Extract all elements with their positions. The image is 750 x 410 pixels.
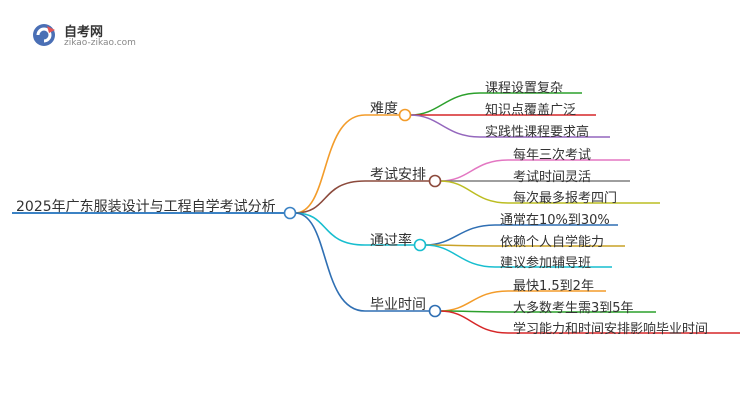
- leaf-link-3-0: [439, 290, 509, 312]
- leaf-practical-courses: 实践性课程要求高: [485, 125, 590, 140]
- branch-link-0: [294, 114, 366, 214]
- root-node: [283, 206, 297, 220]
- leaf-pass-range: 通常在10%到30%: [500, 213, 610, 228]
- branch-difficulty: 难度: [370, 101, 398, 117]
- leaf-course-complex: 课程设置复杂: [485, 81, 564, 96]
- branch-pass-rate: 通过率: [370, 233, 412, 249]
- leaf-ability-affects: 学习能力和时间安排影响毕业时间: [513, 322, 709, 337]
- branch-link-2: [294, 212, 366, 246]
- branch-exam-schedule: 考试安排: [370, 167, 426, 183]
- leaf-max-four: 每次最多报考四门: [513, 191, 618, 206]
- branch-graduation-time: 毕业时间: [370, 297, 426, 313]
- branch-node-0: [398, 108, 412, 122]
- leaf-link-3-2: [439, 310, 509, 334]
- branch-node-1: [428, 174, 442, 188]
- branch-link-1: [294, 180, 366, 214]
- leaf-fastest: 最快1.5到2年: [513, 279, 594, 294]
- branch-link-3: [294, 212, 366, 312]
- leaf-flexible-time: 考试时间灵活: [513, 170, 592, 185]
- leaf-link-2-2: [424, 244, 496, 268]
- leaf-most-candidates: 大多数考生需3到5年: [513, 301, 634, 316]
- branch-node-2: [413, 238, 427, 252]
- leaf-self-study: 依赖个人自学能力: [500, 235, 605, 250]
- leaf-link-0-0: [409, 92, 481, 116]
- leaf-link-1-2: [439, 180, 509, 204]
- leaf-three-exams: 每年三次考试: [513, 148, 592, 163]
- leaf-link-0-2: [409, 114, 481, 138]
- leaf-link-2-0: [424, 224, 496, 246]
- logo-title: 自考网: [64, 25, 104, 40]
- site-logo: 自考网 zikao-zikao.com: [30, 20, 160, 50]
- branch-node-3: [428, 304, 442, 318]
- logo-url: zikao-zikao.com: [64, 38, 136, 48]
- root-topic: 2025年广东服装设计与工程自学考试分析: [16, 199, 276, 215]
- leaf-broad-coverage: 知识点覆盖广泛: [485, 103, 577, 118]
- leaf-link-1-0: [439, 159, 509, 182]
- logo-icon: [33, 24, 55, 46]
- leaf-tutoring: 建议参加辅导班: [500, 256, 592, 271]
